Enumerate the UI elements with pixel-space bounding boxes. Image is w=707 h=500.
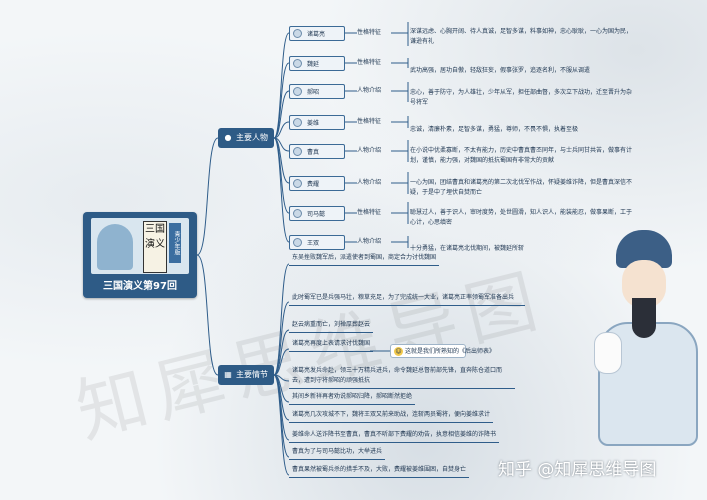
- character-name: 魏延: [307, 61, 320, 68]
- branch-plot-label: 主要情节: [236, 370, 268, 379]
- trait-label: 人物介绍: [357, 179, 382, 186]
- book-icon: ▦: [224, 370, 232, 379]
- character-desc: 武功高强，居功自傲，轻敌狂妄，假事张罗，追逐名利，不服从调遣: [410, 67, 591, 74]
- trait-label: 性格特征: [357, 209, 382, 216]
- plot-item[interactable]: 曹真为了与司马懿比功，大举进兵: [289, 445, 386, 460]
- character-desc: 一心为国，团结曹真和诸葛亮的第二次北伐军作战，怀疑姜维诈降，但是曹真深信不疑，于…: [410, 179, 633, 196]
- plot-item[interactable]: 诸葛亮发兵命赴，领三十万精兵进兵，命令魏延总督前部先锋，直奔陈仓道口而去，遭到守…: [289, 364, 515, 389]
- brand-watermark: 知乎 @知犀思维导图: [498, 460, 657, 480]
- plot-item[interactable]: 姜维命人送诈降书至曹真，曹真不听部下费耀的劝告，执意相信姜维的诈降书: [289, 428, 500, 443]
- character-desc: 忠心，善于防守，为人雄壮，少年从军，担任部曲督，多次立下战功，迁至晋升为杂号将军: [410, 89, 633, 106]
- trait-label: 性格特征: [357, 118, 382, 125]
- character-desc: 忠诚，清廉朴素，足智多谋，勇猛，尊师，不畏不惧，执着至极: [410, 126, 579, 133]
- feather-fan-icon: [594, 332, 622, 374]
- character-node[interactable]: 王双: [289, 235, 345, 250]
- trait-label: 性格特征: [357, 29, 382, 36]
- avatar-icon: [293, 179, 302, 188]
- note-card[interactable]: ☺ 这就是我们所熟知的《后出师表》: [390, 344, 495, 358]
- avatar-icon: [293, 209, 302, 218]
- trait-label: 人物介绍: [357, 87, 382, 94]
- character-name: 费耀: [307, 181, 320, 188]
- plot-item[interactable]: 诸葛亮几次攻城不下，魏将王双又前来助战，连斩两员蜀将，便向姜维求计: [289, 408, 494, 423]
- root-title: 三国演义第97回: [103, 281, 177, 292]
- note-text: 这就是我们所熟知的《后出师表》: [405, 348, 496, 355]
- plot-links: [273, 263, 390, 476]
- branch-plot[interactable]: ▦ 主要情节: [218, 365, 274, 385]
- trait-label: 性格特征: [357, 59, 382, 66]
- character-desc: 十分勇猛，在诸葛亮北伐期间，被魏延所斩: [410, 245, 525, 252]
- avatar-icon: [293, 118, 302, 127]
- avatar-icon: [293, 29, 302, 38]
- person-icon: ●: [224, 133, 232, 142]
- character-node[interactable]: 郝昭: [289, 84, 345, 99]
- trait-label: 人物介绍: [357, 238, 382, 245]
- root-node[interactable]: 三国演义 青少年版 三国演义第97回: [83, 212, 197, 298]
- cover-title: 三国演义: [143, 221, 167, 273]
- character-node[interactable]: 费耀: [289, 176, 345, 191]
- book-cover-image: 三国演义 青少年版: [91, 218, 189, 274]
- link-root-plot: [196, 254, 219, 376]
- trait-label: 人物介绍: [357, 147, 382, 154]
- character-node[interactable]: 司马懿: [289, 206, 345, 221]
- plot-item[interactable]: 东吴挫败魏军后，派遣使者到蜀国，商定合力讨伐魏国: [289, 251, 440, 266]
- zhuge-liang-figure: [97, 224, 133, 270]
- avatar-icon: [293, 87, 302, 96]
- character-desc: 深谋远虑、心胸开阔、待人真诚，足智多谋，料事如神，忠心耿耿，一心为国为民，谦逊有…: [410, 28, 633, 45]
- plot-item[interactable]: 曹真果然被蜀兵杀的措手不及，大败，费耀被姜维围困，自焚身亡: [289, 463, 470, 478]
- plot-item[interactable]: 其间乡新祥再者劝说郝昭归降，郝昭断然拒绝: [289, 390, 416, 405]
- plot-item[interactable]: 诸葛亮再度上表请求讨伐魏国: [289, 337, 374, 352]
- character-name: 曹真: [307, 149, 320, 156]
- char-trait-links: [345, 22, 409, 248]
- character-node[interactable]: 诸葛亮: [289, 26, 345, 41]
- avatar-icon: [293, 238, 302, 247]
- zhuge-liang-illustration: [588, 222, 706, 452]
- avatar-icon: [293, 147, 302, 156]
- link-root-characters: [196, 137, 219, 256]
- character-node[interactable]: 魏延: [289, 56, 345, 71]
- character-name: 司马懿: [307, 211, 326, 218]
- character-node[interactable]: 曹真: [289, 144, 345, 159]
- branch-characters-label: 主要人物: [236, 133, 268, 142]
- smile-icon: ☺: [394, 347, 403, 356]
- character-name: 诸葛亮: [307, 31, 326, 38]
- avatar-icon: [293, 59, 302, 68]
- character-name: 郝昭: [307, 89, 320, 96]
- character-desc: 在小说中优柔寡断，不太有能力，历史中曹真曹丕同年，与士兵同甘共苦，做事有计划，谨…: [410, 147, 633, 164]
- character-name: 姜维: [307, 120, 320, 127]
- cover-tag: 青少年版: [169, 223, 181, 263]
- character-node[interactable]: 姜维: [289, 115, 345, 130]
- character-desc: 聪慧过人，善于识人，审时度势，处世圆滑，知人识人，能装能忍，做事果断，工于心计，…: [410, 209, 633, 226]
- character-name: 王双: [307, 240, 320, 247]
- branch-characters[interactable]: ● 主要人物: [218, 128, 274, 148]
- plot-item[interactable]: 赵云病重而亡，刘禅厚葬赵云: [289, 318, 374, 333]
- plot-item[interactable]: 此时蜀军已是兵强马壮，粮草充足，为了完成统一大业，诸葛亮正率领蜀军准备出兵: [289, 291, 525, 306]
